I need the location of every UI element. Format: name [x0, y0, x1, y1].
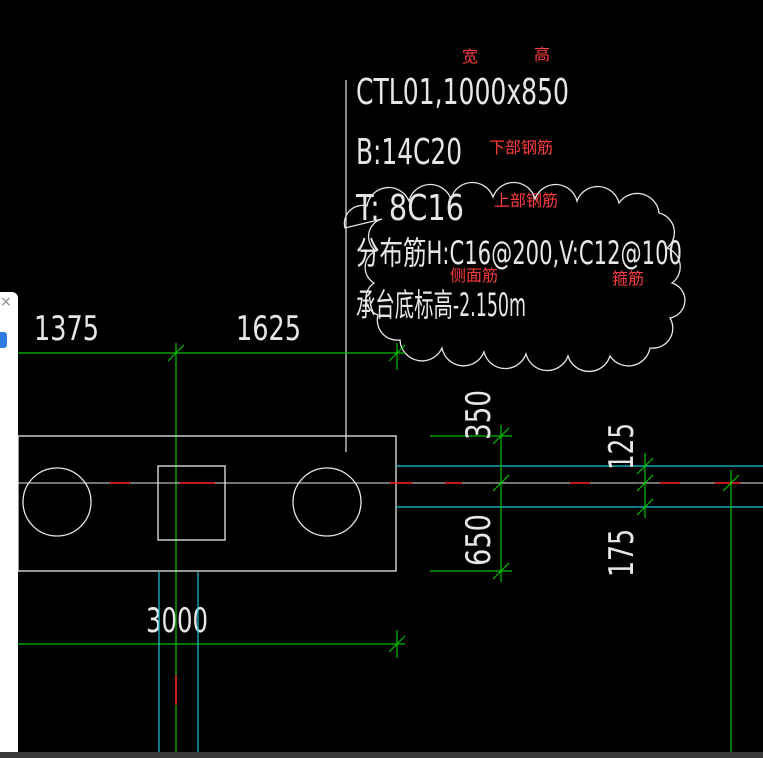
annotation-line-5: 承台底标高-2.150m: [356, 286, 526, 324]
dim-tick: [636, 474, 654, 492]
dim-tick: [636, 498, 654, 516]
dim-tick: [492, 562, 510, 580]
dim-350: 350: [459, 390, 499, 440]
annotation-line-2: B:14C20: [356, 132, 462, 173]
dim-tick: [492, 427, 510, 445]
pile-cap: [17, 435, 397, 572]
dim-175: 175: [602, 529, 642, 577]
note-bottom-rebar: 下部钢筋: [489, 138, 553, 157]
dim-1375: 1375: [34, 309, 99, 349]
note-height: 高: [534, 45, 550, 64]
pile-left: [22, 467, 92, 537]
dim-1625: 1625: [236, 309, 301, 349]
note-stirrup: 箍筋: [612, 269, 644, 288]
annotation-line-1: CTL01,1000x850: [356, 72, 569, 113]
column: [157, 465, 226, 541]
annotation-line-3: T: 8C16: [355, 188, 464, 229]
note-width: 宽: [462, 47, 478, 66]
note-top-rebar: 上部钢筋: [494, 191, 558, 210]
dim-tick: [636, 457, 654, 475]
panel-button[interactable]: [0, 332, 7, 348]
dim-tick: [492, 474, 510, 492]
side-panel: ×: [0, 292, 18, 758]
dim-3000: 3000: [146, 601, 208, 641]
dim-650: 650: [459, 514, 499, 566]
horizontal-scrollbar[interactable]: [0, 752, 763, 758]
revision-cloud: [343, 181, 686, 373]
dim-tick: [722, 474, 740, 492]
annotation-line-4: 分布筋H:C16@200,V:C12@100: [356, 234, 682, 272]
dim-125: 125: [602, 423, 642, 470]
close-icon[interactable]: ×: [0, 294, 12, 310]
pile-right: [292, 467, 362, 537]
note-side-rebar: 侧面筋: [450, 266, 498, 285]
